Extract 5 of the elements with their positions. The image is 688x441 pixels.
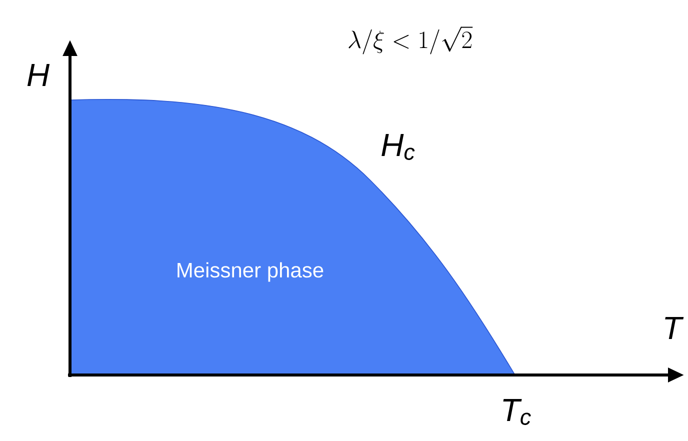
formula: $\lambda/\xi < 1/\sqrt{2}$ xyxy=(348,26,473,54)
curve-label: H$_{c}$ xyxy=(382,134,415,160)
axis-label: H xyxy=(27,64,50,86)
axis-label: T$_{c}$ xyxy=(503,399,531,425)
axis-label: T xyxy=(665,317,684,339)
